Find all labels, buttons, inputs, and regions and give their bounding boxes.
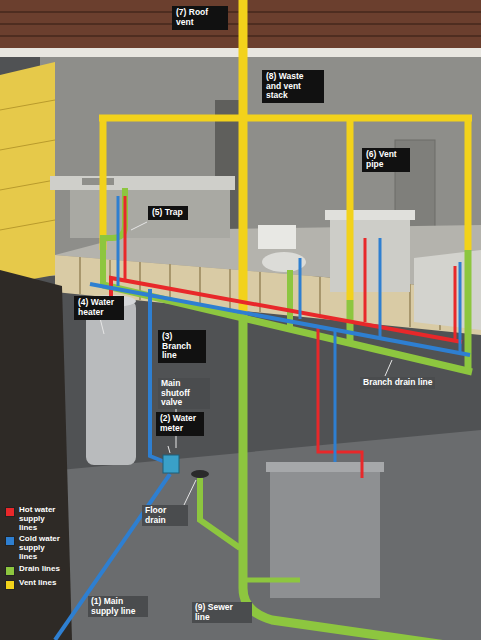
vent-stack (239, 0, 248, 320)
sewer-line (243, 318, 481, 640)
trap-drain (103, 188, 125, 287)
legend-swatch (5, 566, 15, 576)
vent-line (100, 118, 107, 250)
laundry-tub-rim (266, 462, 384, 472)
leader-lines (100, 222, 392, 505)
callout-label: (7) Roof vent (176, 8, 224, 27)
hot-riser (318, 325, 362, 478)
vanity (330, 220, 410, 292)
main-supply (55, 474, 170, 640)
callout-label: (5) Trap (152, 208, 184, 218)
siding-line (0, 100, 55, 110)
part-label: Branch drain line (360, 377, 435, 389)
callout-label: (3) Branch line (162, 332, 202, 361)
rock (0, 270, 72, 640)
callout-label: (4) Water heater (78, 298, 120, 317)
vent-line (99, 115, 472, 122)
hot-riser (364, 238, 367, 322)
part-label: Floor drain (142, 505, 188, 526)
vent-line (465, 118, 472, 250)
vent-line (347, 118, 354, 300)
legend-text: Drain lines (19, 565, 60, 574)
counter (50, 176, 235, 190)
cabinet (70, 190, 230, 238)
legend-item: Vent lines (5, 579, 65, 590)
floor-drain-line (200, 478, 240, 548)
callout-box: (8) Waste and vent stack (262, 70, 324, 103)
sink (82, 178, 114, 185)
cold-riser (459, 262, 462, 352)
floor-drain (191, 470, 209, 478)
legend-swatch (5, 536, 15, 546)
callout-label: (2) Water meter (160, 414, 200, 433)
pipes (55, 0, 481, 640)
legend-item: Drain lines (5, 565, 65, 576)
vanity-top (325, 210, 415, 220)
part-label: Main shutoff valve (158, 378, 210, 409)
callout-label: (8) Waste and vent stack (266, 72, 320, 101)
legend-text: Hot water supply lines (19, 506, 65, 532)
callout-box: (2) Water meter (156, 412, 204, 436)
callout-box: (3) Branch line (158, 330, 206, 363)
siding-line (0, 180, 55, 190)
cold-line (90, 284, 470, 355)
callout-box: (5) Trap (148, 206, 188, 220)
siding-line (0, 220, 55, 230)
part-label: (9) Sewer line (192, 602, 252, 623)
siding (0, 62, 55, 285)
cold-riser (117, 196, 120, 286)
callout-box: (4) Water heater (74, 296, 124, 320)
legend-text: Vent lines (19, 579, 56, 588)
water-meter (163, 455, 179, 473)
legend: Hot water supply linesCold water supply … (5, 506, 65, 593)
hot-riser (124, 196, 127, 280)
callout-label: (6) Vent pipe (366, 150, 406, 169)
callout-box: (6) Vent pipe (362, 148, 410, 172)
callout-box: (7) Roof vent (172, 6, 228, 30)
legend-swatch (5, 507, 15, 517)
cold-riser (334, 331, 337, 462)
laundry-drain (246, 578, 300, 583)
part-label: (1) Main supply line (88, 596, 148, 617)
water-heater (86, 300, 136, 465)
legend-text: Cold water supply lines (19, 535, 65, 561)
legend-swatch (5, 580, 15, 590)
cold-riser (150, 289, 165, 462)
cold-riser (379, 238, 382, 337)
hot-riser (454, 266, 457, 340)
toilet-tank (258, 225, 296, 249)
legend-item: Cold water supply lines (5, 535, 65, 561)
cold-riser (299, 258, 302, 319)
siding-line (0, 140, 55, 150)
legend-item: Hot water supply lines (5, 506, 65, 532)
